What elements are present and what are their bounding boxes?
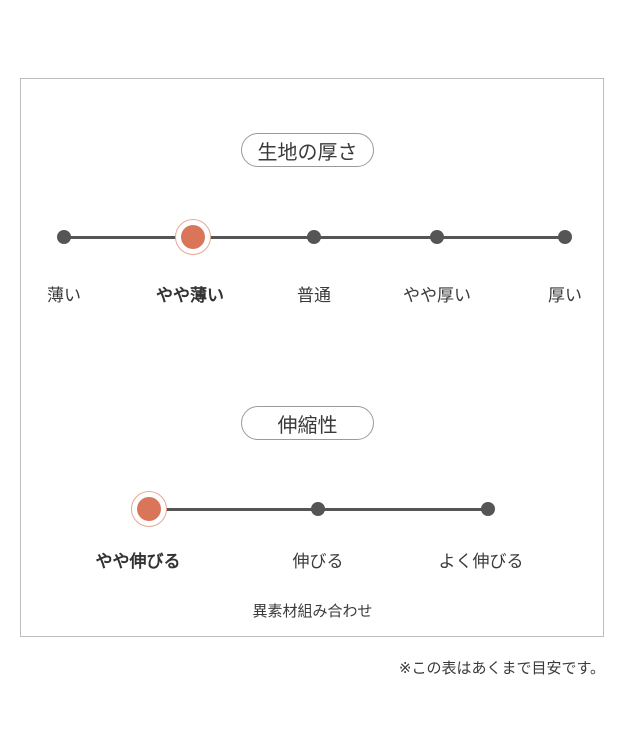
thickness-label-0: 薄い — [47, 286, 81, 306]
thickness-dot-0 — [57, 230, 71, 244]
thickness-dot-3 — [430, 230, 444, 244]
thickness-label-4: 厚い — [548, 286, 582, 306]
stretch-label-0: やや伸びる — [95, 552, 181, 572]
stretch-label-2: よく伸びる — [438, 552, 524, 572]
material-note: 異素材組み合わせ — [252, 602, 373, 620]
thickness-title-pill: 生地の厚さ — [241, 133, 374, 167]
disclaimer-note: ※この表はあくまで目安です。 — [398, 659, 605, 677]
stretch-dot-2 — [481, 502, 495, 516]
thickness-dot-4 — [558, 230, 572, 244]
thickness-selected-dot — [181, 225, 205, 249]
thickness-dot-2 — [307, 230, 321, 244]
chart-frame — [20, 78, 604, 637]
stretch-dot-1 — [311, 502, 325, 516]
stretch-title-pill: 伸縮性 — [241, 406, 374, 440]
thickness-label-2: 普通 — [297, 286, 331, 306]
stretch-title: 伸縮性 — [277, 412, 338, 437]
thickness-label-3: やや厚い — [403, 286, 471, 306]
stretch-selected-dot — [137, 497, 161, 521]
thickness-title: 生地の厚さ — [257, 139, 358, 164]
stretch-label-1: 伸びる — [292, 552, 344, 572]
thickness-label-1: やや薄い — [156, 286, 224, 306]
